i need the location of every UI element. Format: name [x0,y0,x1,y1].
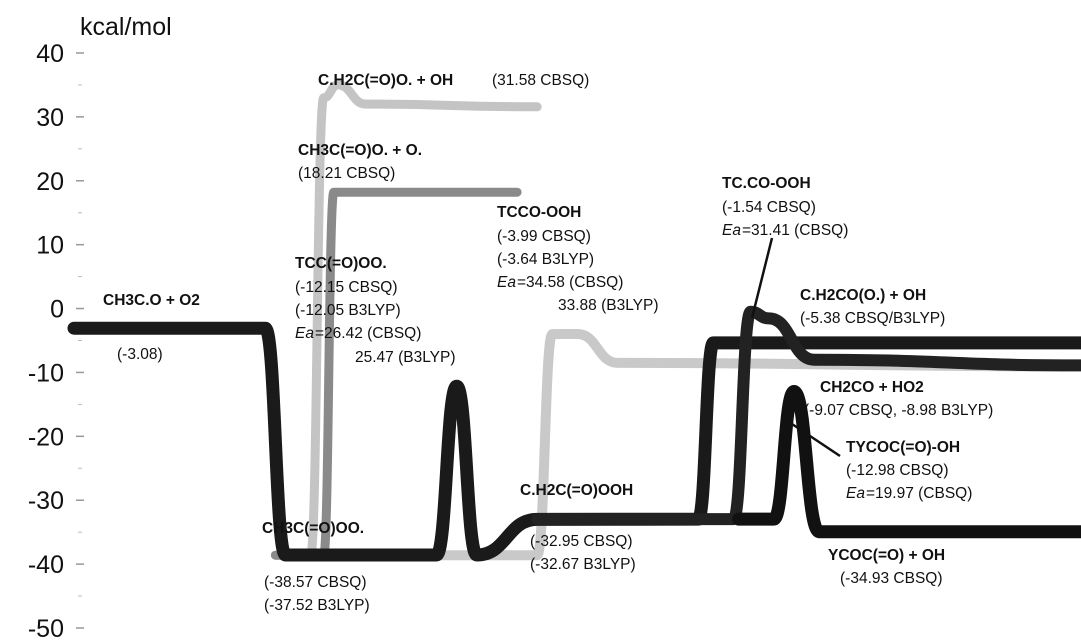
annotation-value: (18.21 CBSQ) [298,165,395,182]
y-tick-label: -40 [28,551,64,579]
annotation-ch2co-o-oh: C.H2CO(O.) + OH (-5.38 CBSQ/B3LYP) [800,287,945,327]
annotation-tycoc-oh: TYCOC(=O)-OH (-12.98 CBSQ) Ea =19.97 (CB… [846,439,972,502]
annotation-pointers [750,237,841,458]
annotation-value: (-12.98 CBSQ) [846,462,949,479]
annotation-label: TCCO-OOH [497,204,581,221]
annotation-label: CH2CO + HO2 [820,379,924,396]
y-tick-label: 30 [36,104,64,132]
annotation-value: =26.42 (CBSQ) [315,325,421,342]
energy-profile-line [732,385,1081,539]
annotation-label: CH3C(=O)O. + O. [298,142,422,159]
y-tick-label: 10 [36,232,64,260]
annotations: CH3C.O + O2 (-3.08) C.H2C(=O)O. + OH (31… [103,72,993,614]
y-axis-ticks: 40 30 20 10 0 -10 -20 -30 -40 -50 [28,40,84,641]
annotation-ea-symbol: Ea [497,274,516,291]
annotation-value: (31.58 CBSQ) [492,72,589,89]
pointer-tycoc-oh [785,418,841,458]
annotation-ea-symbol: Ea [846,485,865,502]
annotation-label: C.H2C(=O)O. + OH [318,72,453,89]
annotation-ch2co-ho2: CH2CO + HO2 (-9.07 CBSQ, -8.98 B3LYP) [804,379,993,419]
annotation-value: =34.58 (CBSQ) [517,274,623,291]
annotation-value: =31.41 (CBSQ) [742,222,848,239]
y-tick-label: 40 [36,40,64,68]
annotation-value: (-3.99 CBSQ) [497,228,591,245]
annotation-value: (-9.07 CBSQ, -8.98 B3LYP) [804,402,993,419]
annotation-label: YCOC(=O) + OH [828,547,945,564]
annotation-ycoc-oh: YCOC(=O) + OH (-34.93 CBSQ) [828,547,945,587]
annotation-tcc-oo: TCC(=O)OO. (-12.15 CBSQ) (-12.05 B3LYP) … [295,255,456,366]
annotation-ch2c-o-ooh: C.H2C(=O)OOH (-32.95 CBSQ) (-32.67 B3LYP… [520,482,636,573]
annotation-value: 25.47 (B3LYP) [355,349,456,366]
energy-curves [67,80,1081,562]
annotation-value: (-12.05 B3LYP) [295,302,401,319]
annotation-label: CH3C(=O)OO. [262,520,364,537]
annotation-value: (-1.54 CBSQ) [722,199,816,216]
energy-profile-line [531,305,1081,526]
annotation-value: 33.88 (B3LYP) [558,297,659,314]
annotation-value: (-34.93 CBSQ) [840,570,943,587]
annotation-value: (-38.57 CBSQ) [264,574,367,591]
annotation-value: (-3.64 B3LYP) [497,251,594,268]
annotation-tcco-ooh: TCCO-OOH (-3.99 CBSQ) (-3.64 B3LYP) Ea =… [497,204,659,314]
annotation-ea-symbol: Ea [295,325,314,342]
annotation-ch2c-o-o-oh: C.H2C(=O)O. + OH (31.58 CBSQ) [318,72,589,89]
y-tick-label: -20 [28,423,64,451]
pointer-tc-co-ooh [750,237,774,319]
annotation-label: TCC(=O)OO. [295,255,387,272]
y-axis: kcal/mol 40 30 20 10 0 -10 -20 -30 -40 -50 [28,13,172,641]
annotation-label: C.H2C(=O)OOH [520,482,633,499]
y-tick-label: -50 [28,615,64,641]
annotation-label: TC.CO-OOH [722,175,811,192]
annotation-label: C.H2CO(O.) + OH [800,287,926,304]
annotation-ch3co-oo: CH3C(=O)OO. (-38.57 CBSQ) (-37.52 B3LYP) [262,520,370,614]
annotation-ch3co-o2: CH3C.O + O2 (-3.08) [103,292,200,363]
annotation-value: (-3.08) [117,346,163,363]
y-tick-label: -10 [28,359,64,387]
y-tick-label: -30 [28,487,64,515]
energy-profile-line [67,321,1081,562]
y-tick-label: 20 [36,168,64,196]
annotation-value: (-5.38 CBSQ/B3LYP) [800,310,945,327]
annotation-ea-symbol: Ea [722,222,741,239]
y-axis-unit: kcal/mol [80,13,172,41]
annotation-label: TYCOC(=O)-OH [846,439,960,456]
annotation-value: (-32.67 B3LYP) [530,556,636,573]
annotation-value: (-37.52 B3LYP) [264,597,370,614]
annotation-value: (-32.95 CBSQ) [530,533,633,550]
annotation-value: (-12.15 CBSQ) [295,279,398,296]
annotation-label: CH3C.O + O2 [103,292,200,309]
y-tick-label: 0 [50,296,64,324]
annotation-tc-co-ooh: TC.CO-OOH (-1.54 CBSQ) Ea =31.41 (CBSQ) [722,175,848,239]
annotation-ch3co-o-o: CH3C(=O)O. + O. (18.21 CBSQ) [298,142,422,182]
annotation-value: =19.97 (CBSQ) [866,485,972,502]
